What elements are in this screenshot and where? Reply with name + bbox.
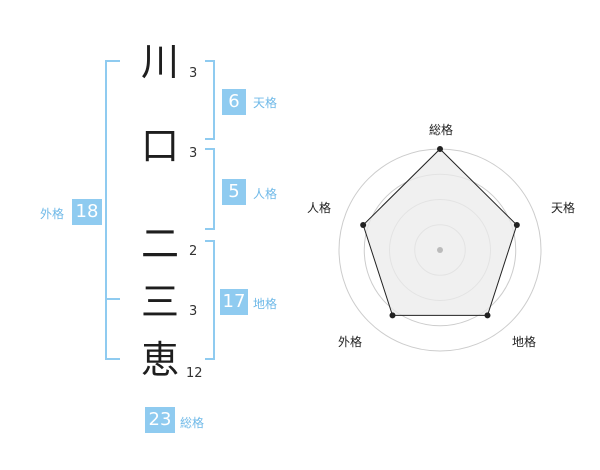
stroke-count-1: 3 bbox=[189, 66, 198, 81]
chikaku-bracket-top bbox=[205, 240, 215, 242]
stroke-count-3: 2 bbox=[189, 244, 198, 259]
gaikaku-bracket-vertical bbox=[105, 60, 107, 360]
jinkaku-bracket-vertical bbox=[213, 148, 215, 230]
radar-center-dot bbox=[437, 247, 443, 253]
tenkaku-bracket-bottom bbox=[205, 138, 215, 140]
gaikaku-bracket-top bbox=[105, 60, 120, 62]
name-char-2: 口 bbox=[140, 124, 179, 168]
radar-axis-label-jinkaku: 人格 bbox=[306, 201, 331, 215]
stroke-count-2: 3 bbox=[189, 146, 198, 161]
radar-axis-label-tenkaku: 天格 bbox=[550, 201, 575, 215]
radar-axis-label-chikaku: 地格 bbox=[511, 335, 536, 349]
tenkaku-bracket-vertical bbox=[213, 60, 215, 140]
chikaku-bracket-vertical bbox=[213, 240, 215, 360]
name-char-1: 川 bbox=[140, 40, 179, 84]
name-char-4: 三 bbox=[140, 280, 179, 324]
radar-axis-label-gaikaku: 外格 bbox=[337, 335, 362, 349]
jinkaku-badge: 5 bbox=[222, 179, 246, 205]
gaikaku-badge: 18 bbox=[72, 199, 102, 225]
chikaku-label: 地格 bbox=[253, 297, 278, 311]
jinkaku-bracket-bottom bbox=[205, 228, 215, 230]
radar-point-4 bbox=[389, 312, 396, 319]
tenkaku-label: 天格 bbox=[253, 96, 278, 110]
name-char-3: 二 bbox=[140, 222, 179, 266]
name-char-5: 恵 bbox=[140, 338, 179, 382]
gaikaku-bracket-bottom bbox=[105, 358, 120, 360]
chikaku-bracket-bottom bbox=[205, 358, 215, 360]
radar-point-5 bbox=[360, 222, 367, 229]
tenkaku-bracket-top bbox=[205, 60, 215, 62]
radar-point-3 bbox=[484, 312, 491, 319]
jinkaku-bracket-top bbox=[205, 148, 215, 150]
tenkaku-badge: 6 bbox=[222, 89, 246, 115]
gaikaku-label: 外格 bbox=[40, 207, 65, 221]
jinkaku-label: 人格 bbox=[253, 187, 278, 201]
soukaku-badge: 23 bbox=[145, 407, 175, 433]
radar-axis-label-soukaku: 総格 bbox=[428, 123, 453, 137]
radar-point-1 bbox=[437, 146, 443, 152]
radar-polygon bbox=[362, 148, 518, 316]
stroke-count-5: 12 bbox=[186, 366, 203, 381]
chikaku-badge: 17 bbox=[220, 289, 248, 315]
radar-point-2 bbox=[513, 222, 520, 229]
stroke-count-4: 3 bbox=[189, 304, 198, 319]
gaikaku-bracket-middle bbox=[105, 298, 120, 300]
soukaku-label: 総格 bbox=[180, 416, 205, 430]
